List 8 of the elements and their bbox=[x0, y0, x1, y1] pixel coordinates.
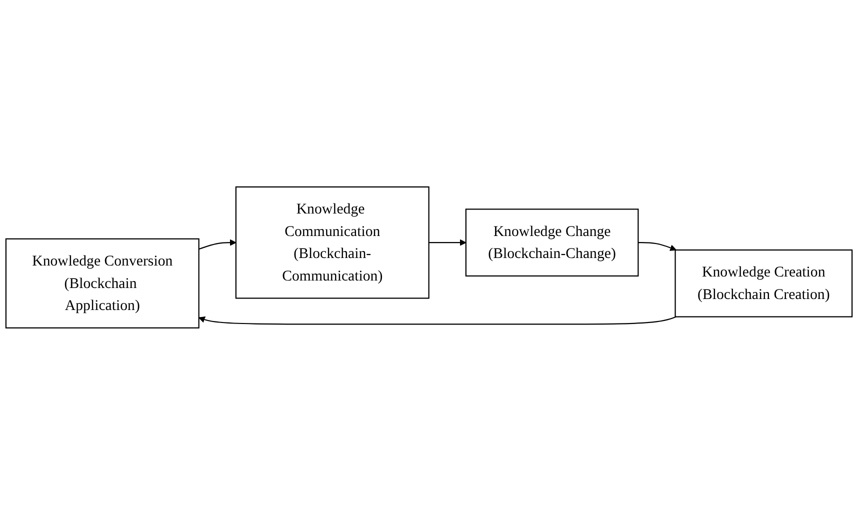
node-box: Knowledge Change (Blockchain-Change) bbox=[465, 208, 639, 277]
arrow bbox=[198, 316, 676, 325]
node-box: Knowledge Creation (Blockchain Creation) bbox=[674, 250, 853, 318]
node-box: Knowledge Communication (Blockchain-Communication) bbox=[235, 186, 430, 299]
arrow bbox=[428, 239, 466, 246]
arrow bbox=[198, 239, 236, 250]
node-box: Knowledge Conversion (Blockchain Application) bbox=[5, 238, 200, 329]
arrow bbox=[638, 242, 676, 252]
